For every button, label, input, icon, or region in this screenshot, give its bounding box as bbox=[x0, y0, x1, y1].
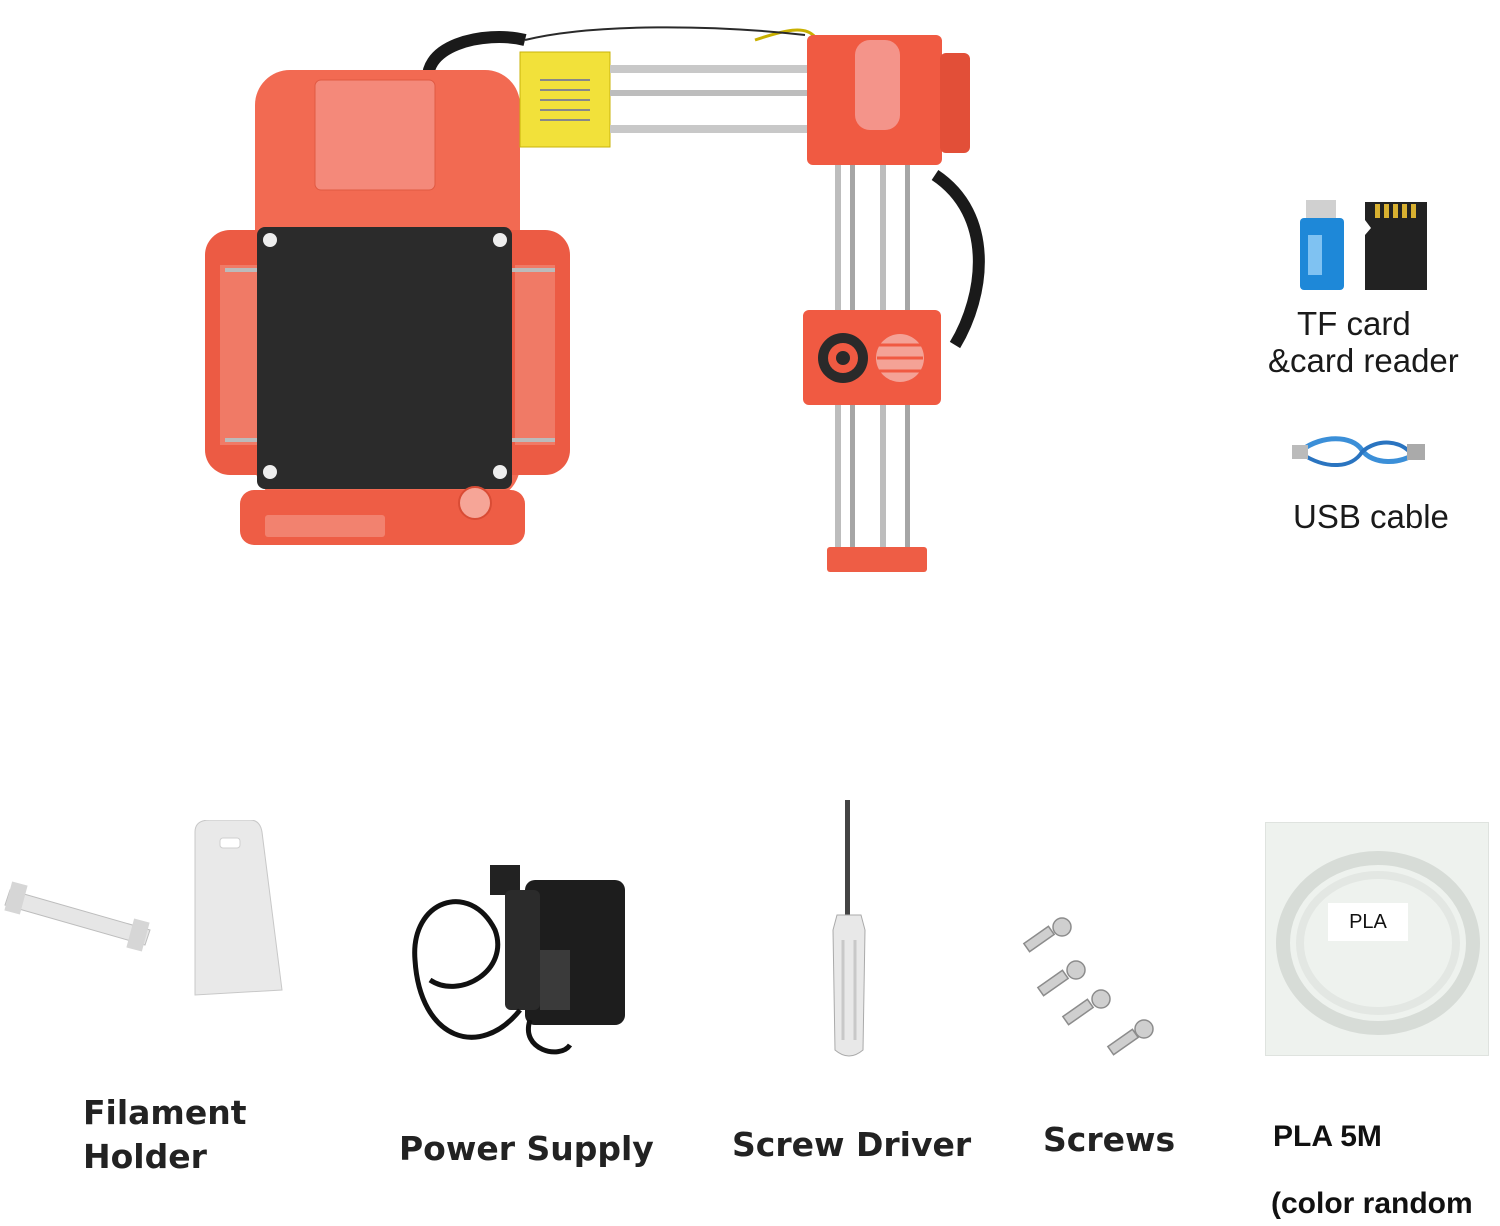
tf-card-label-line1: TF card bbox=[1297, 305, 1411, 342]
pla-bag-tag: PLA bbox=[1328, 903, 1408, 941]
filament-holder-rod-image bbox=[4, 881, 151, 952]
pla-coil-image bbox=[1276, 851, 1480, 1035]
filament-holder-label-line1: Filament bbox=[83, 1093, 247, 1132]
screws-image bbox=[1022, 917, 1154, 1056]
pla-filament-bag: PLA bbox=[1265, 822, 1489, 1056]
usb-cable-icon bbox=[1292, 436, 1425, 468]
filament-holder-label-line2: Holder bbox=[83, 1137, 207, 1176]
tf-card-label-line2: &card reader bbox=[1268, 342, 1459, 379]
power-supply-image bbox=[412, 865, 625, 1055]
tf-card-icon bbox=[1365, 202, 1427, 290]
power-supply-label: Power Supply bbox=[399, 1129, 654, 1168]
filament-holder-bracket-image bbox=[194, 820, 283, 996]
mini-3d-printer bbox=[205, 26, 985, 572]
usb-cable-label: USB cable bbox=[1293, 498, 1449, 535]
pla-label-line1: PLA 5M bbox=[1273, 1120, 1382, 1153]
pla-label-line2: (color random bbox=[1271, 1187, 1473, 1220]
screws-label: Screws bbox=[1043, 1120, 1176, 1159]
screw-driver-label: Screw Driver bbox=[732, 1125, 972, 1164]
screw-driver-image bbox=[832, 800, 866, 1057]
card-reader-icon bbox=[1300, 200, 1344, 290]
